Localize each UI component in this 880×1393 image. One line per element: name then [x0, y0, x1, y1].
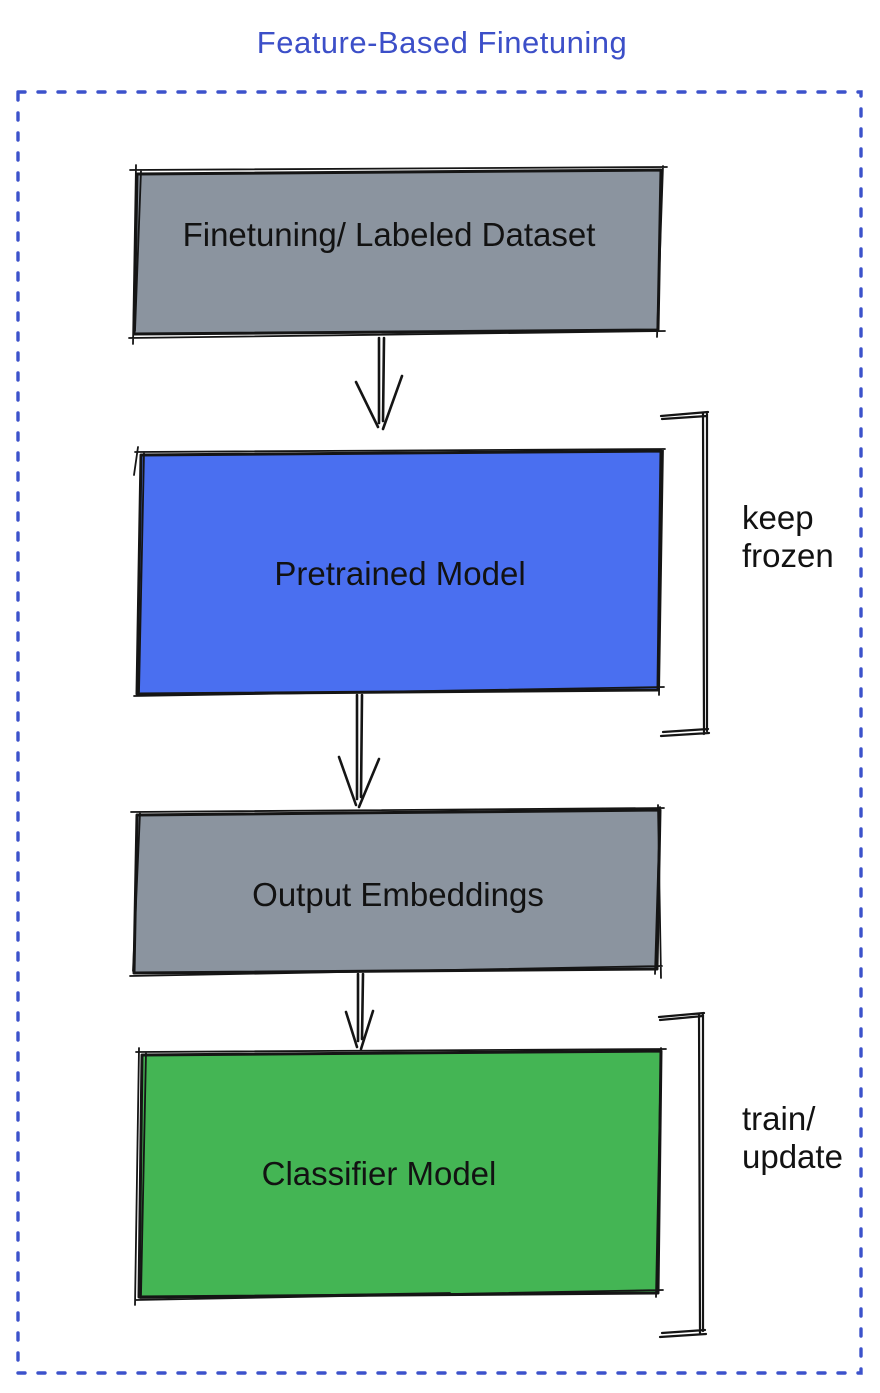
annotation-keep-frozen-line2: frozen [742, 537, 834, 574]
node-embeddings-sketch [129, 804, 665, 979]
arrow-down-icon [354, 336, 404, 431]
node-embeddings-label: Output Embeddings [252, 876, 544, 913]
annotation-train-update-line1: train/ [742, 1100, 816, 1137]
arrow-down-icon [337, 693, 381, 809]
arrow-down-icon [344, 972, 375, 1051]
node-classifier-sketch [134, 1047, 667, 1306]
node-classifier-label: Classifier Model [262, 1155, 497, 1192]
node-pretrained-label: Pretrained Model [274, 555, 525, 592]
node-embeddings: Output Embeddings [129, 804, 665, 979]
bracket-train-update: train/ update [657, 1011, 843, 1339]
annotation-train-update-line2: update [742, 1138, 843, 1175]
bracket-keep-frozen: keep frozen [659, 410, 834, 738]
node-pretrained-sketch [133, 446, 666, 697]
node-dataset-label: Finetuning/ Labeled Dataset [183, 216, 596, 253]
edge-arrow-embeddings-classifier [344, 972, 375, 1051]
node-classifier: Classifier Model [134, 1047, 667, 1306]
edge-arrow-dataset-pretrained [354, 336, 404, 431]
node-pretrained: Pretrained Model [133, 446, 666, 697]
right-bracket-icon [657, 1011, 708, 1339]
node-pretrained-box [135, 449, 663, 696]
annotation-keep-frozen-line1: keep [742, 499, 814, 536]
node-dataset: Finetuning/ Labeled Dataset [128, 164, 668, 345]
node-classifier-box [137, 1049, 663, 1299]
right-bracket-icon [659, 410, 711, 738]
node-dataset-sketch [128, 164, 668, 345]
page-title: Feature-Based Finetuning [257, 25, 627, 60]
edge-arrow-pretrained-embeddings [337, 693, 381, 809]
diagram-border [16, 90, 863, 1375]
